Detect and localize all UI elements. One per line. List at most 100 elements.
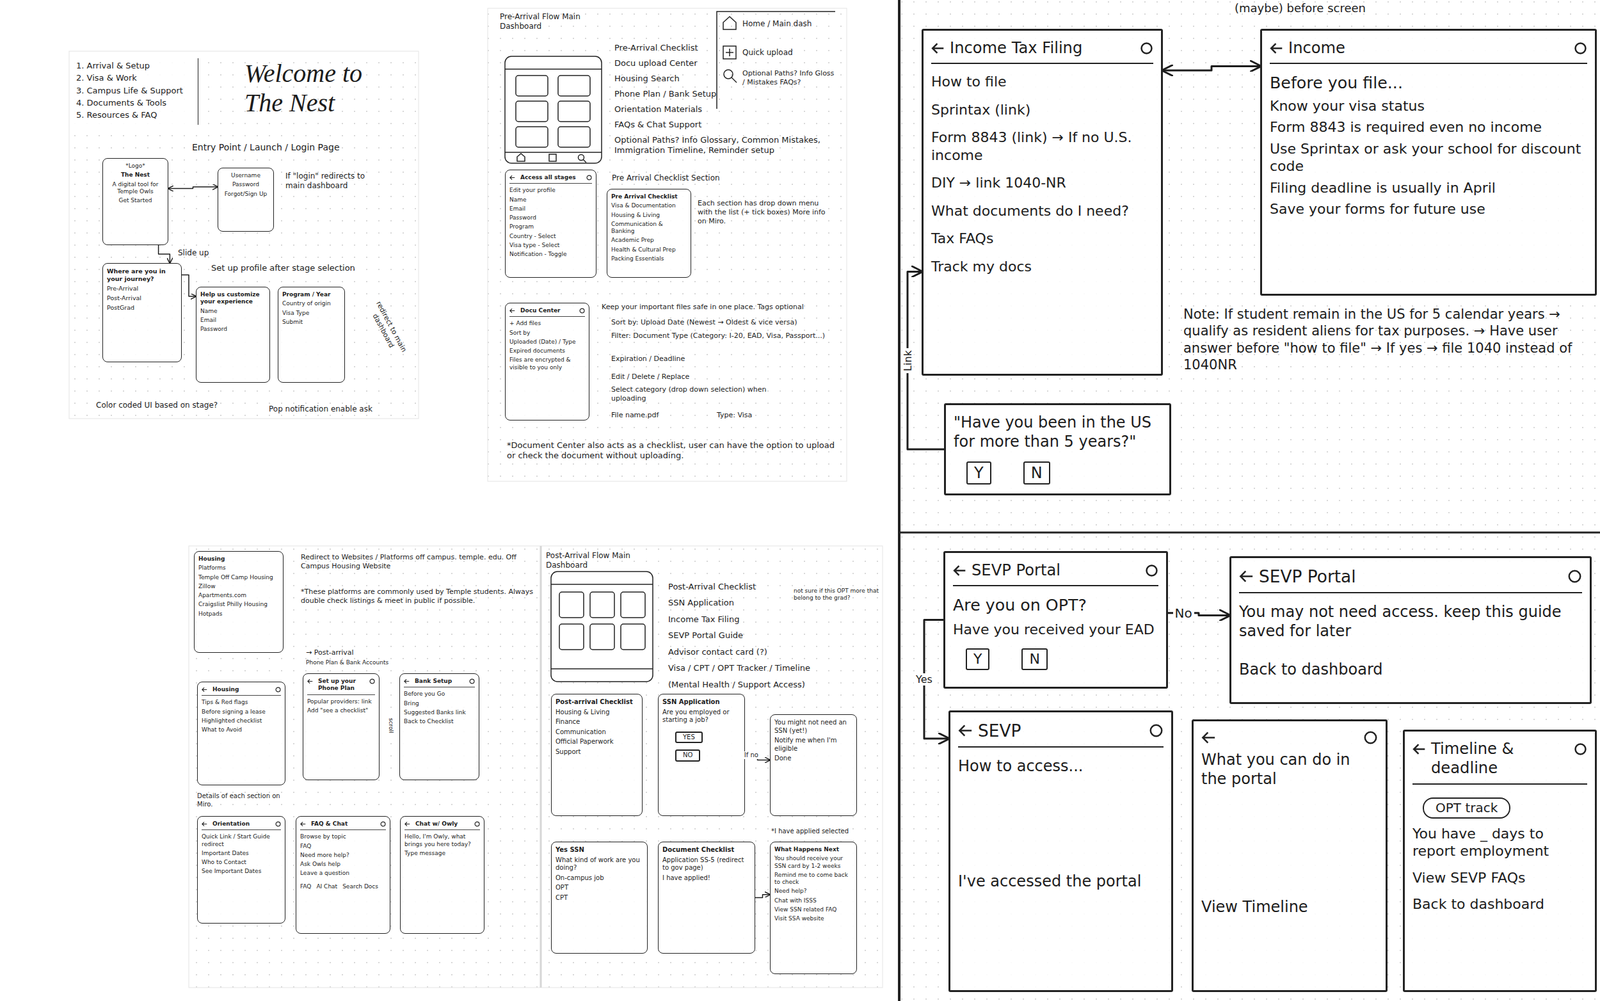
screen-text: Apartments.com bbox=[198, 592, 280, 600]
screen-text: Files are encrypted & visible to you onl… bbox=[509, 356, 585, 372]
screen-text: You have _ days to report employment bbox=[1412, 824, 1588, 861]
screen-text: Done bbox=[774, 754, 853, 763]
circle-stroke bbox=[380, 821, 386, 827]
arrow-stroke bbox=[1271, 43, 1282, 54]
profile-circle-icon bbox=[1573, 742, 1588, 756]
screen-text: OPT track bbox=[1435, 800, 1498, 816]
annotation: Type: Visa bbox=[716, 410, 794, 420]
screen-text: 2. Visa & Work bbox=[76, 72, 196, 84]
screen-frame: Post-arrival ChecklistHousing & LivingFi… bbox=[551, 693, 643, 816]
annotation: Filter: Document Type (Category: I-20, E… bbox=[611, 331, 842, 341]
annotation: Pre Arrival Checklist Section bbox=[611, 173, 753, 184]
screen-text: Official Paperwork bbox=[555, 737, 639, 747]
screen-frame: Help us customize your experienceNameEma… bbox=[195, 286, 271, 383]
circle-stroke bbox=[1141, 42, 1152, 54]
back-arrow-icon bbox=[1239, 568, 1254, 584]
screen-frame: OrientationQuick Link / Start Guide redi… bbox=[197, 816, 286, 924]
screen-text: Chat with ISSS bbox=[774, 897, 853, 905]
screen-frame: UsernamePasswordForgot/Sign Up bbox=[217, 167, 274, 232]
screen-text: Use Sprintax or ask your school for disc… bbox=[1269, 140, 1588, 176]
screen-text: Country of origin bbox=[282, 300, 341, 308]
screen-text: Zillow bbox=[198, 583, 280, 591]
circle-stroke bbox=[1575, 743, 1586, 754]
screen-text: Username bbox=[222, 172, 270, 180]
screen-text: Quick Link / Start Guide redirect bbox=[201, 833, 281, 848]
screen-text: SEVP bbox=[958, 720, 1164, 748]
arrow-stroke bbox=[932, 43, 944, 54]
screen-text: Visit SSA website bbox=[774, 915, 853, 923]
back-arrow-icon bbox=[300, 821, 306, 827]
screen-text: Yes SSN bbox=[555, 846, 644, 855]
arrow-stroke bbox=[1202, 732, 1215, 743]
screen-frame: IncomeBefore you file...Know your visa s… bbox=[1260, 28, 1597, 296]
pill-button: OPT track bbox=[1422, 797, 1511, 819]
screen-text: Academic Prep bbox=[611, 236, 687, 244]
profile-circle-icon bbox=[1567, 568, 1583, 584]
screen-text: + Add files bbox=[509, 320, 585, 328]
screen-text: OPT bbox=[555, 883, 644, 893]
arrow-stroke bbox=[307, 679, 313, 683]
screen-text: Hotpads bbox=[198, 610, 280, 618]
screen-text: AI Chat bbox=[316, 883, 338, 891]
screen-frame: HousingTips & Red flagsBefore signing a … bbox=[197, 681, 286, 786]
annotation: SEVP Portal Guide bbox=[668, 630, 790, 641]
screen-text: You should receive your SSN card by 1-2 … bbox=[774, 855, 853, 870]
screen-text: On-campus job bbox=[555, 874, 644, 883]
arrow-stroke bbox=[1240, 570, 1253, 582]
annotation: redirect to main dashboard bbox=[361, 290, 414, 367]
screen-text: Before you Go bbox=[403, 690, 475, 698]
annotation: Note: If student remain in the US for 5 … bbox=[1183, 305, 1597, 374]
screen-text: Sprintax (link) bbox=[931, 101, 1154, 120]
screen-text: Type message bbox=[404, 849, 480, 857]
arrow-stroke bbox=[1413, 744, 1425, 754]
profile-circle-icon bbox=[586, 174, 592, 181]
screen-frame: *Logo*The NestA digital tool for Temple … bbox=[102, 158, 169, 246]
screen-text: What documents do I need? bbox=[931, 202, 1154, 221]
back-arrow-icon bbox=[1201, 730, 1216, 745]
screen-text: FAQ & Chat bbox=[300, 820, 386, 831]
screen-text: Submit bbox=[282, 318, 341, 326]
screen-frame: Docu Center+ Add filesSort byUploaded (D… bbox=[504, 302, 590, 421]
back-arrow-icon bbox=[952, 563, 967, 578]
annotation: *I have applied selected bbox=[771, 827, 861, 836]
screen-text: What kind of work are you doing? bbox=[555, 856, 644, 873]
screen-text: 4. Documents & Tools bbox=[76, 97, 196, 109]
annotation: → Post-arrival bbox=[305, 648, 396, 658]
screen-text: Track my docs bbox=[931, 257, 1154, 276]
profile-circle-icon bbox=[369, 678, 376, 685]
screen-text: View Timeline bbox=[1201, 897, 1378, 917]
back-arrow-icon bbox=[404, 821, 411, 827]
screen-text: Visa type - Select bbox=[509, 241, 592, 249]
edge-label: Yes bbox=[913, 673, 935, 686]
screen-text: Highlighted checklist bbox=[201, 717, 281, 725]
annotation: Expiration / Deadline bbox=[611, 354, 842, 364]
circle-stroke bbox=[586, 175, 592, 180]
menu-list: 1. Arrival & Setup2. Visa & Work3. Campu… bbox=[73, 58, 199, 125]
annotation: Income Tax Filing bbox=[668, 614, 790, 625]
annotation: Set up profile after stage selection bbox=[211, 263, 384, 274]
screen-frame: Bank SetupBefore you GoBringSuggested Ba… bbox=[399, 673, 480, 781]
annotation: Edit / Delete / Replace bbox=[611, 372, 842, 382]
screen-text: Income Tax Filing bbox=[931, 38, 1154, 64]
screen-text: Post-Arrival bbox=[106, 294, 178, 303]
screen-text: Expired documents bbox=[509, 347, 585, 355]
connector bbox=[158, 245, 171, 264]
annotation: SSN Application bbox=[668, 597, 790, 608]
profile-circle-icon bbox=[275, 821, 281, 827]
screen-text: Pre-Arrival bbox=[106, 284, 178, 293]
screen-text: Program bbox=[509, 223, 592, 231]
screen-text: FAQ bbox=[300, 842, 386, 850]
profile-circle-icon bbox=[469, 678, 475, 685]
screen-text: What Happens Next bbox=[774, 846, 853, 854]
arrow-stroke bbox=[954, 565, 966, 576]
screen-text: Sort by bbox=[509, 329, 585, 337]
screen-text: Temple Off Camp Housing bbox=[198, 574, 280, 582]
screen-text: Before you file... bbox=[1269, 72, 1588, 94]
annotation: *Document Center also acts as a checklis… bbox=[506, 440, 837, 462]
screen-text: CPT bbox=[555, 894, 644, 903]
profile-circle-icon bbox=[275, 686, 281, 693]
annotation: Each section has drop down menu with the… bbox=[697, 199, 826, 226]
screen-frame: Timeline & deadlineOPT trackYou have _ d… bbox=[1402, 729, 1597, 992]
screen-text: Chat w/ Owly bbox=[404, 820, 480, 831]
screen-text: Email bbox=[509, 205, 592, 213]
